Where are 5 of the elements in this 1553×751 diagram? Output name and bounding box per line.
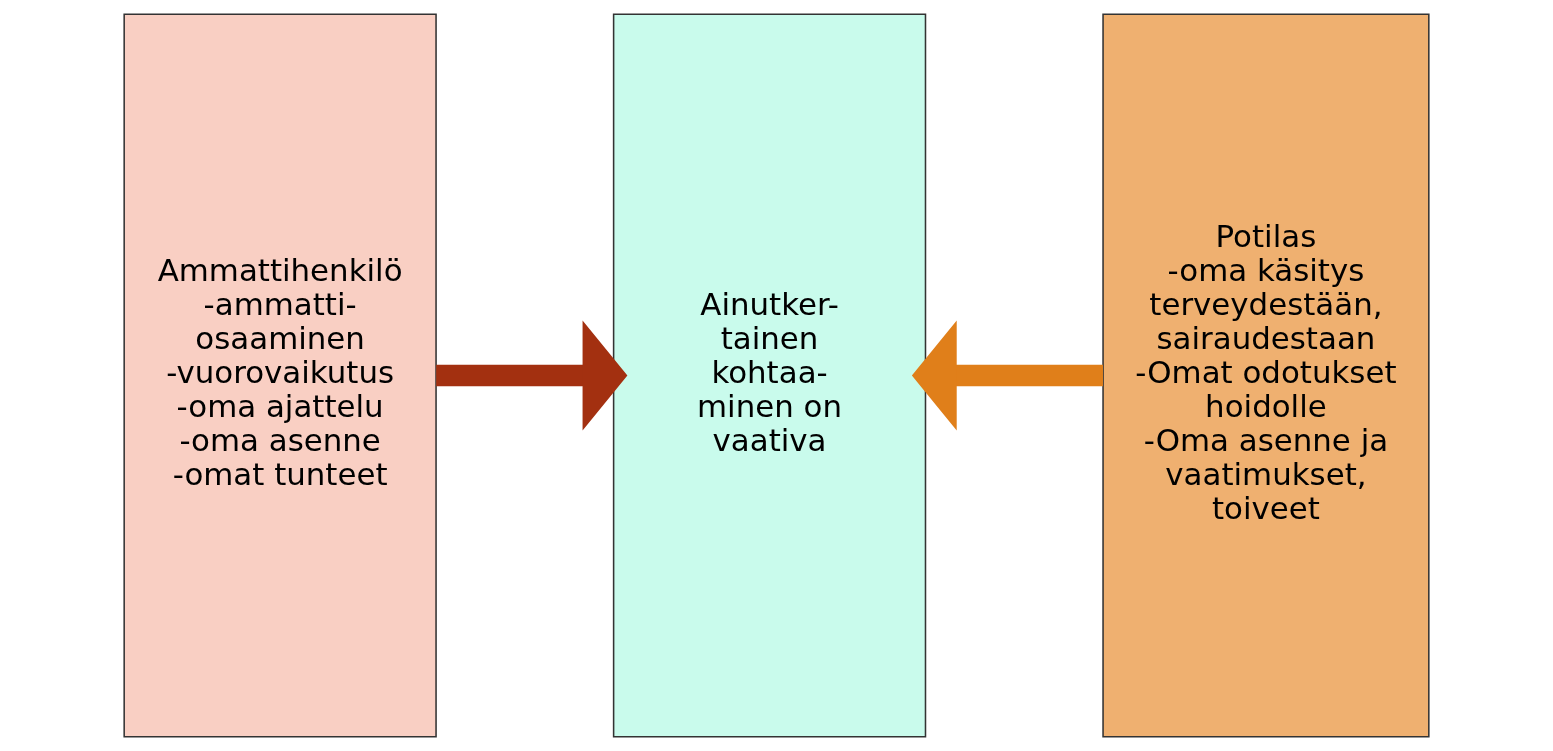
node-box: Ainutker- tainen kohtaa- minen on vaativa bbox=[612, 13, 927, 738]
arrow bbox=[436, 320, 628, 431]
arrow bbox=[911, 320, 1103, 431]
node-box: Ammattihenkilö -ammatti- osaaminen -vuorovaikutus -oma ajattelu -oma asenne -omat tunteet bbox=[123, 13, 437, 738]
node-box: Potilas -oma käsitys terveydestään, sairaudestaan -Omat odotukset hoidolle -Oma asenne ja vaatimukset, toiveet bbox=[1102, 13, 1430, 738]
